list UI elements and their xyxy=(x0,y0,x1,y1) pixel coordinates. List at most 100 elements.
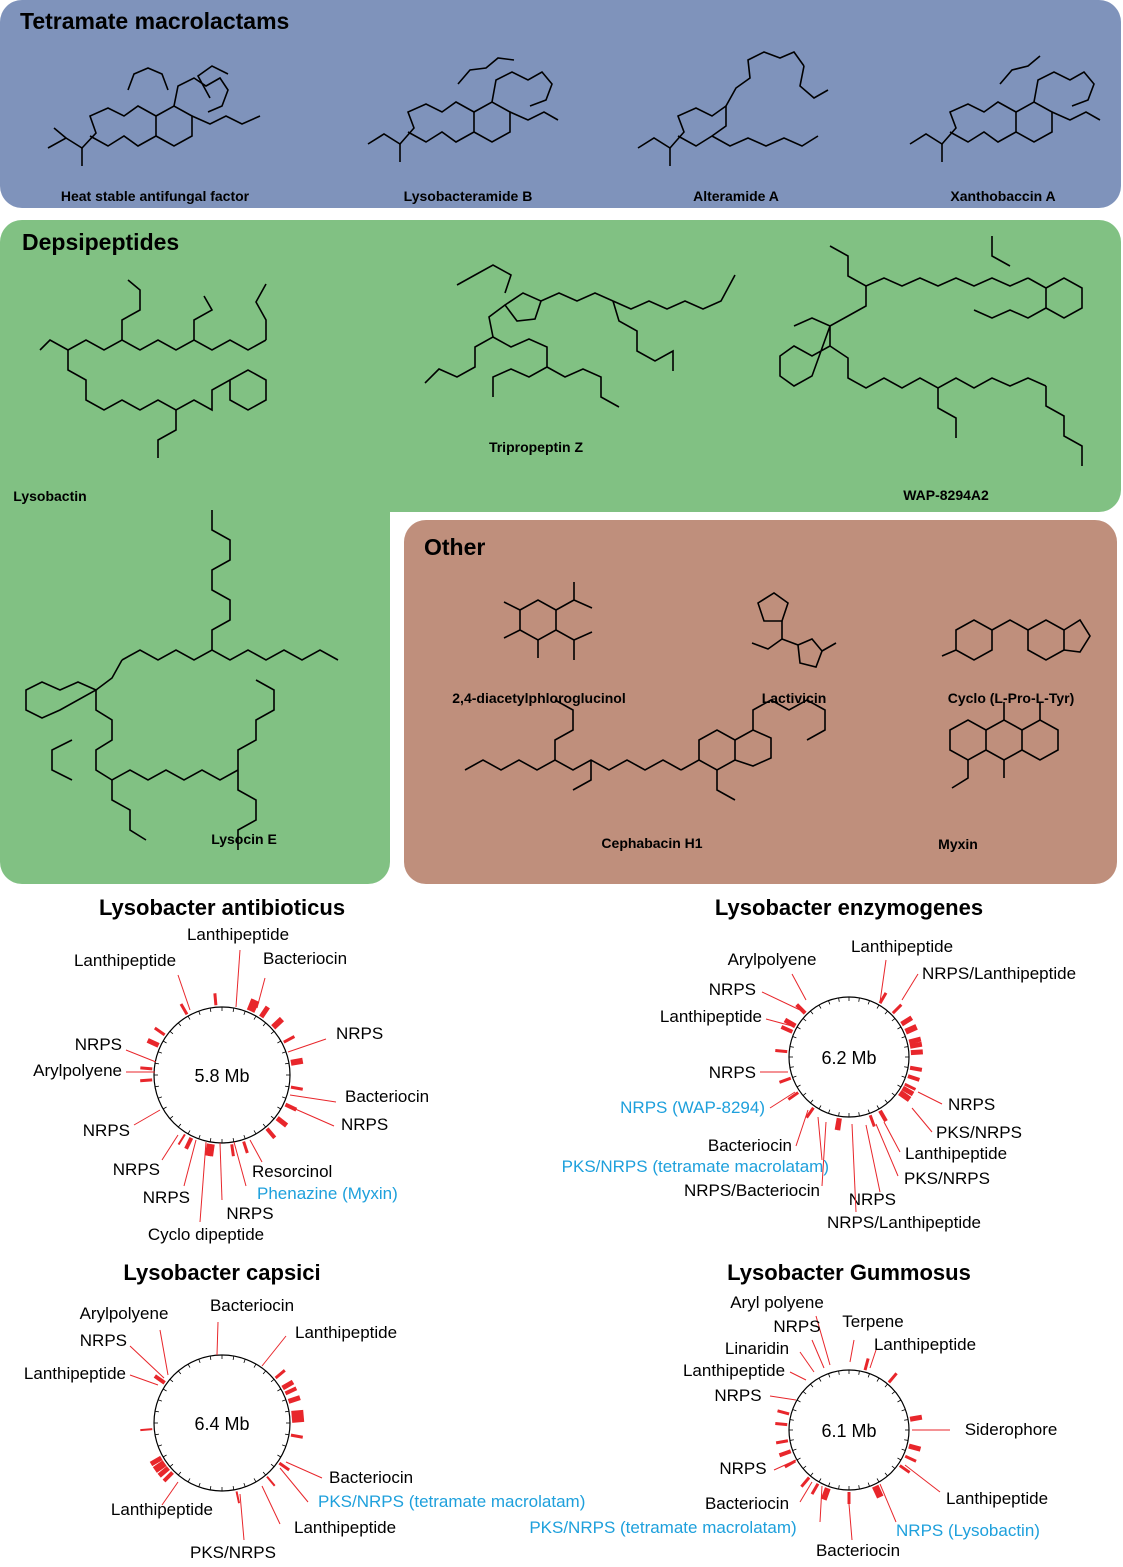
scale-tick xyxy=(262,1022,267,1027)
cluster-leader-line xyxy=(219,1142,223,1201)
genome-title-capsici: Lysobacter capsici xyxy=(123,1260,321,1285)
gene-cluster-block xyxy=(265,1127,277,1140)
compound-label: Xanthobaccin A xyxy=(950,188,1056,204)
cluster-leader-line xyxy=(799,1351,815,1373)
scale-tick xyxy=(262,1123,267,1128)
scale-tick xyxy=(891,1391,896,1395)
scale-tick xyxy=(177,1370,182,1375)
scale-tick xyxy=(270,1378,275,1383)
cluster-leader-line xyxy=(261,1485,281,1525)
cluster-leader-line xyxy=(795,1109,809,1147)
scale-tick xyxy=(154,1410,160,1413)
compound-label: Heat stable antifungal factor xyxy=(60,188,250,204)
gene-cluster-block xyxy=(259,1005,270,1019)
xanthobaccin-a-structure xyxy=(909,55,1101,162)
genome-title-antibioticus: Lysobacter antibioticus xyxy=(98,895,346,920)
cluster-label: NRPS/Bacteriocin xyxy=(684,1181,820,1200)
gene-cluster-block xyxy=(271,1016,285,1030)
scale-tick xyxy=(232,1137,235,1143)
gene-cluster-block xyxy=(805,1106,815,1119)
gene-cluster-block xyxy=(281,1379,295,1391)
gene-cluster-block xyxy=(204,1143,213,1157)
cluster-leader-line xyxy=(249,1139,263,1163)
gene-cluster-block xyxy=(878,992,888,1005)
scale-tick xyxy=(187,1130,191,1135)
scale-tick xyxy=(198,1010,201,1015)
scale-tick xyxy=(884,1383,888,1388)
depsipeptides-panel-bottom xyxy=(0,480,390,884)
gene-cluster-block xyxy=(909,1041,923,1049)
compound-label: Myxin xyxy=(938,836,978,852)
scale-tick xyxy=(901,1075,906,1078)
cephabacin-h1-structure xyxy=(464,699,826,801)
compound-label: Lysocin E xyxy=(211,831,277,847)
scale-tick xyxy=(154,1433,160,1436)
scale-tick xyxy=(810,1383,814,1388)
cluster-leader-line xyxy=(261,1335,287,1367)
scale-tick xyxy=(876,1377,880,1382)
scale-tick xyxy=(876,1004,880,1009)
genome-size-label: 6.1 Mb xyxy=(821,1421,876,1441)
scale-tick xyxy=(198,1135,201,1140)
gene-cluster-block xyxy=(235,1491,241,1504)
cluster-leader-line xyxy=(769,1091,796,1109)
scale-tick xyxy=(884,1010,888,1015)
scale-tick xyxy=(270,1463,275,1468)
lysobacteramide-b-structure xyxy=(367,57,559,162)
scale-tick xyxy=(187,1363,191,1368)
cluster-leader-line xyxy=(901,973,919,1001)
cluster-label: Aryl polyene xyxy=(730,1293,824,1312)
gene-cluster-block xyxy=(778,1449,792,1458)
cluster-leader-line xyxy=(773,1459,797,1471)
scale-tick xyxy=(796,1399,801,1403)
gene-cluster-block xyxy=(868,1114,876,1128)
cluster-label: Lanthipeptide xyxy=(294,1518,396,1537)
scale-tick xyxy=(253,1130,257,1135)
cluster-label: Lanthipeptide xyxy=(851,937,953,956)
gene-cluster-block xyxy=(246,998,255,1011)
gene-cluster-block xyxy=(177,1133,186,1146)
cluster-leader-line xyxy=(765,1018,793,1027)
cluster-label: NRPS/Lanthipeptide xyxy=(922,964,1076,983)
scale-tick xyxy=(891,1465,896,1469)
scale-tick xyxy=(838,1370,840,1375)
scale-tick xyxy=(810,1010,814,1015)
cluster-leader-line xyxy=(875,1123,899,1177)
scale-tick xyxy=(209,1485,212,1491)
compound-label: Tripropeptin Z xyxy=(488,439,584,455)
compound-label: Cyclo (L-Pro-L-Tyr) xyxy=(947,690,1075,706)
scale-tick xyxy=(270,1115,275,1120)
scale-tick xyxy=(253,1015,257,1020)
compound-label: Alteramide A xyxy=(693,188,779,204)
scale-tick xyxy=(828,1000,831,1005)
scale-tick xyxy=(858,997,860,1002)
scale-tick xyxy=(789,1046,794,1048)
scale-tick xyxy=(243,1135,246,1140)
cluster-label: NRPS xyxy=(336,1024,383,1043)
genome-map: 6.2 MbLanthipeptideArylpolyeneNRPS/Lanth… xyxy=(562,937,1076,1232)
cluster-label: NRPS xyxy=(226,1204,273,1223)
gene-cluster-block xyxy=(904,1024,918,1035)
scale-tick xyxy=(867,1000,870,1005)
scale-tick xyxy=(187,1015,191,1020)
scale-tick xyxy=(157,1444,162,1447)
gene-cluster-block xyxy=(153,1026,166,1037)
cluster-label: Bacteriocin xyxy=(705,1494,789,1513)
scale-tick xyxy=(792,1036,797,1039)
scale-tick xyxy=(796,1084,801,1088)
gene-cluster-block xyxy=(904,1454,917,1463)
gene-cluster-block xyxy=(140,1428,153,1432)
scale-tick xyxy=(232,1485,235,1491)
scale-tick xyxy=(198,1358,201,1363)
gene-cluster-block xyxy=(908,1036,922,1045)
gene-cluster-block xyxy=(800,1476,811,1488)
heat-stable-antifungal-factor-structure xyxy=(47,65,261,166)
cluster-leader-line xyxy=(129,1374,159,1386)
depsipeptides-panel-top xyxy=(0,220,1121,512)
cluster-leader-line xyxy=(199,1141,207,1223)
scale-tick xyxy=(282,1399,287,1402)
gene-cluster-block xyxy=(230,1144,235,1157)
